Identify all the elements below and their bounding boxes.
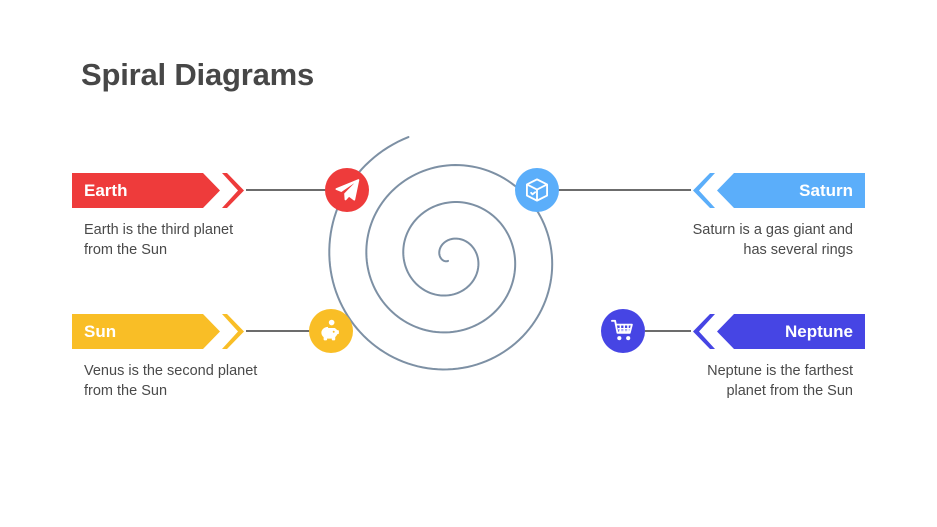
banner-sun[interactable]: Sun [72,314,264,349]
caption-sun: Venus is the second planet from the Sun [84,363,258,399]
caption-saturn: Saturn is a gas giant and has several ri… [692,222,853,258]
page-title: Spiral Diagrams [81,57,315,92]
node-block-earth: Earth Earth is the third planet from the… [72,173,264,260]
package-box-icon [524,177,550,203]
node-icon-saturn[interactable] [515,168,559,212]
spiral-path [328,136,554,371]
banner-body-saturn [717,173,865,208]
node-block-saturn: Saturn Saturn is a gas giant and has sev… [673,173,865,260]
node-icon-sun[interactable] [309,309,353,353]
connector-lines [246,189,691,332]
banner-saturn[interactable]: Saturn [673,173,865,208]
piggy-bank-icon [318,318,344,344]
node-icon-earth[interactable] [325,168,369,212]
banner-label-saturn: Saturn [799,181,853,200]
banner-body-sun [72,314,220,349]
banner-earth[interactable]: Earth [72,173,264,208]
shopping-cart-icon [610,318,636,344]
banner-chevron-earth [222,173,244,208]
banner-body-neptune [717,314,865,349]
banner-chevron-sun [222,314,244,349]
banner-body-earth [72,173,220,208]
banner-neptune[interactable]: Neptune [673,314,865,349]
node-icon-neptune[interactable] [601,309,645,353]
spiral-path-group [328,136,554,371]
paper-plane-icon [334,177,360,203]
banner-label-sun: Sun [84,322,117,341]
node-block-sun: Sun Venus is the second planet from the … [72,314,264,401]
banner-label-earth: Earth [84,181,128,200]
caption-earth: Earth is the third planet from the Sun [84,222,234,258]
node-block-neptune: Neptune Neptune is the farthest planet f… [673,314,865,401]
banner-label-neptune: Neptune [785,322,853,341]
caption-neptune: Neptune is the farthest planet from the … [707,363,853,399]
